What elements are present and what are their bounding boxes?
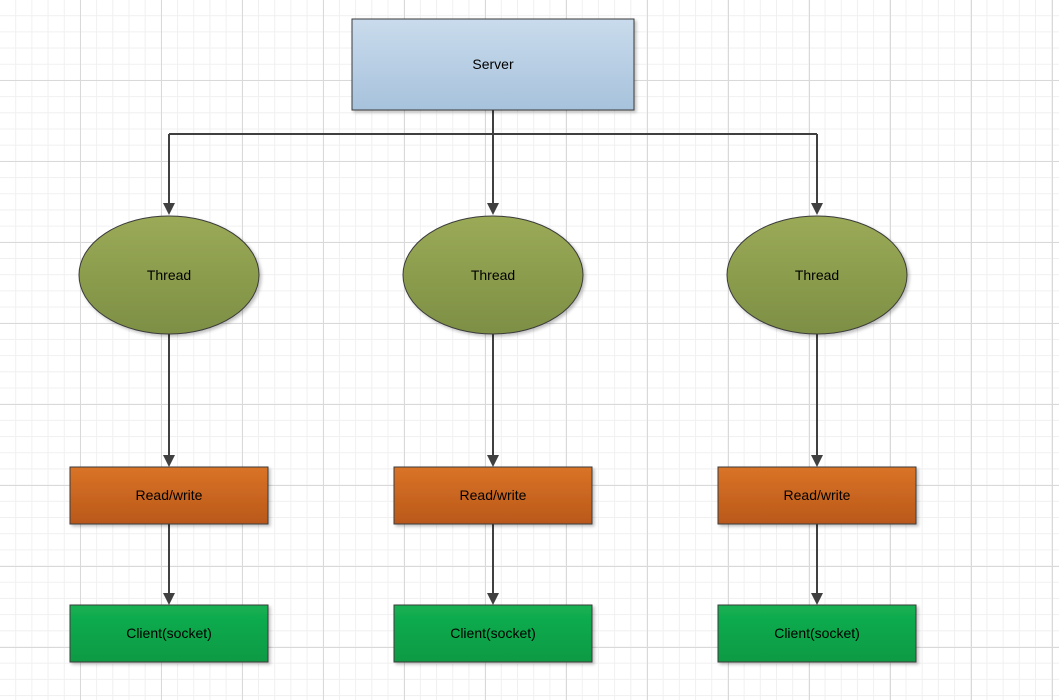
server-connectors — [168, 110, 818, 206]
branch-2: Thread Read/write Client(socket) — [393, 215, 593, 663]
arrowhead — [811, 593, 823, 605]
server-arrowheads — [163, 203, 823, 215]
read-write-node[interactable]: Read/write — [69, 466, 269, 525]
read-write-label: Read/write — [460, 487, 527, 503]
thread-node[interactable]: Thread — [726, 215, 908, 335]
thread-node[interactable]: Thread — [78, 215, 260, 335]
thread-label: Thread — [795, 267, 839, 283]
branch-3: Thread Read/write Client(socket) — [717, 215, 917, 663]
client-node[interactable]: Client(socket) — [69, 604, 269, 663]
thread-label: Thread — [147, 267, 191, 283]
client-label: Client(socket) — [774, 625, 860, 641]
branch-1: Thread Read/write Client(socket) — [69, 215, 269, 663]
read-write-label: Read/write — [136, 487, 203, 503]
client-label: Client(socket) — [126, 625, 212, 641]
client-label: Client(socket) — [450, 625, 536, 641]
arrowhead — [811, 455, 823, 467]
read-write-node[interactable]: Read/write — [717, 466, 917, 525]
server-label: Server — [472, 56, 514, 72]
client-node[interactable]: Client(socket) — [717, 604, 917, 663]
client-node[interactable]: Client(socket) — [393, 604, 593, 663]
arrowhead — [487, 455, 499, 467]
read-write-label: Read/write — [784, 487, 851, 503]
server-node[interactable]: Server — [351, 18, 635, 111]
arrowhead — [163, 593, 175, 605]
thread-label: Thread — [471, 267, 515, 283]
arrowhead — [487, 593, 499, 605]
arrowhead — [163, 455, 175, 467]
read-write-node[interactable]: Read/write — [393, 466, 593, 525]
thread-node[interactable]: Thread — [402, 215, 584, 335]
